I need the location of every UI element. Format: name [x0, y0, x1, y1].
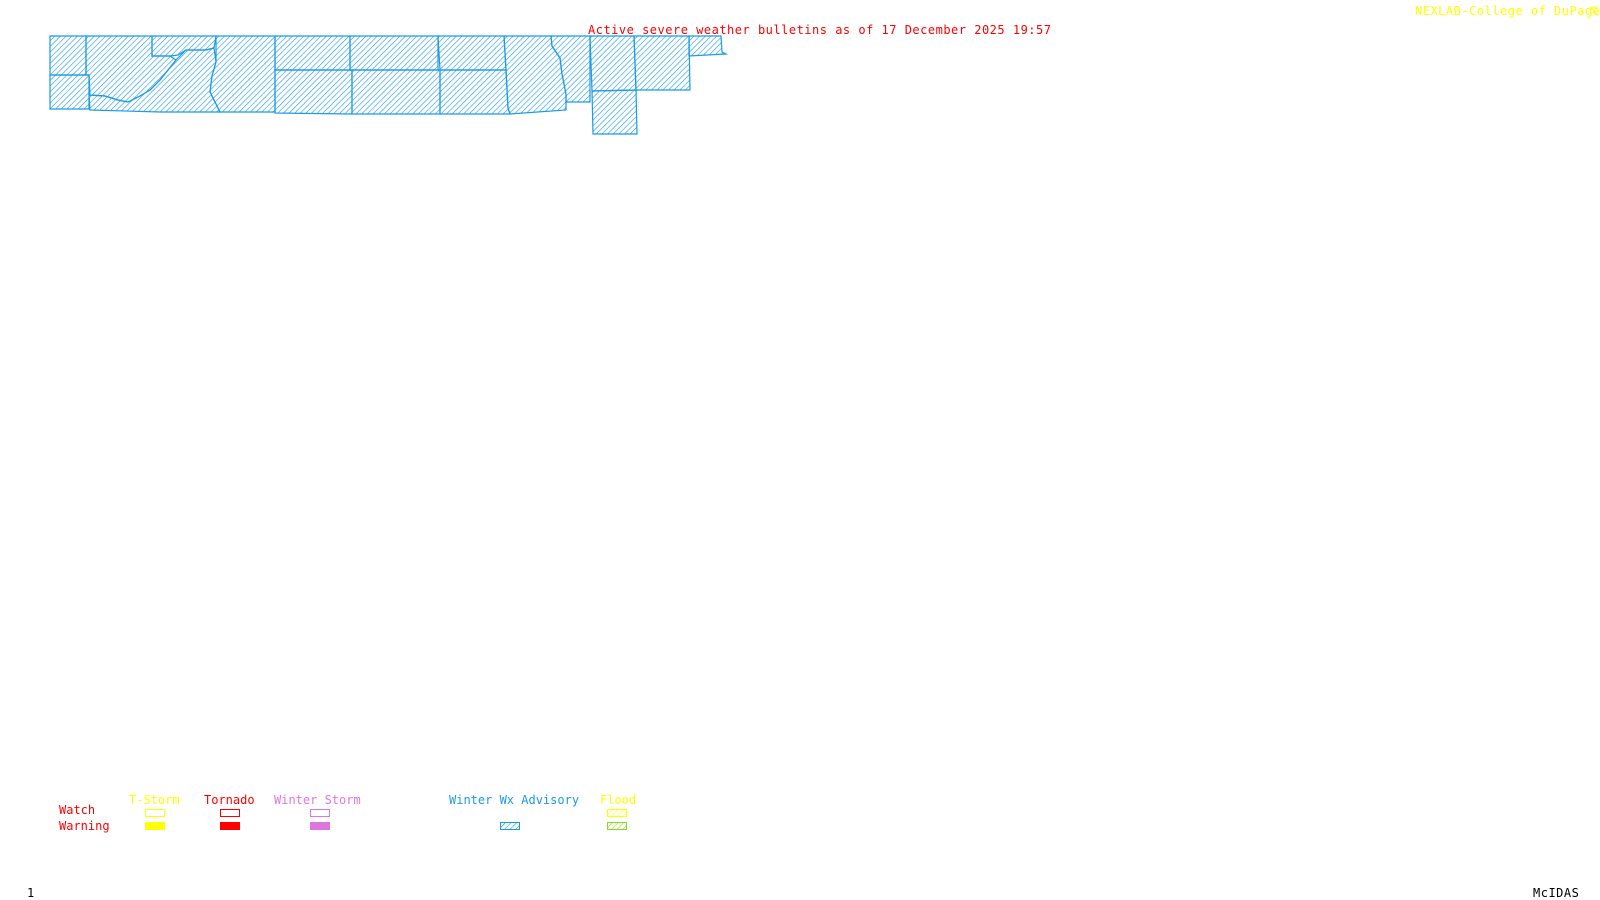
tstorm-warning-swatch: [145, 822, 165, 830]
winter-storm-watch-swatch: [310, 809, 330, 817]
advisory-region: [550, 35, 591, 103]
advisory-region: [209, 35, 276, 113]
advisory-region: [274, 69, 353, 115]
winter-storm-warning-swatch: [310, 822, 330, 830]
advisory-region: [439, 69, 511, 115]
legend-label-winter-storm: Winter Storm: [274, 793, 361, 807]
brand-label: McIDAS: [1533, 886, 1580, 900]
map-title: Active severe weather bulletins as of 17…: [588, 23, 1052, 37]
tstorm-watch-swatch: [145, 809, 165, 817]
advisory-region: [633, 35, 691, 91]
legend-label-winter-wx-advisory: Winter Wx Advisory: [449, 793, 580, 807]
corner-arrow-icon: [1590, 6, 1599, 17]
advisory-region: [591, 89, 638, 135]
advisory-region: [274, 35, 351, 71]
advisory-region: [437, 35, 507, 71]
winter-wx-advisory-swatch: [500, 822, 520, 830]
legend-label-flood: Flood: [600, 793, 637, 807]
advisory-region: [349, 35, 439, 71]
legend-label-tornado: Tornado: [204, 793, 255, 807]
advisory-region: [49, 74, 90, 110]
legend-row-watch: Watch: [59, 803, 96, 817]
frame-number: 1: [27, 886, 35, 900]
advisory-region: [351, 69, 441, 115]
advisory-region: [589, 35, 637, 92]
legend-label-tstorm: T-Storm: [129, 793, 180, 807]
advisory-region: [688, 35, 729, 57]
credit-label: NEXLAB-College of DuPage: [1415, 4, 1600, 18]
tornado-watch-swatch: [220, 809, 240, 817]
advisory-region: [49, 35, 87, 76]
tornado-warning-swatch: [220, 822, 240, 830]
flood-warning-swatch: [607, 822, 627, 830]
legend-row-warning: Warning: [59, 819, 110, 833]
flood-watch-swatch: [607, 809, 627, 817]
